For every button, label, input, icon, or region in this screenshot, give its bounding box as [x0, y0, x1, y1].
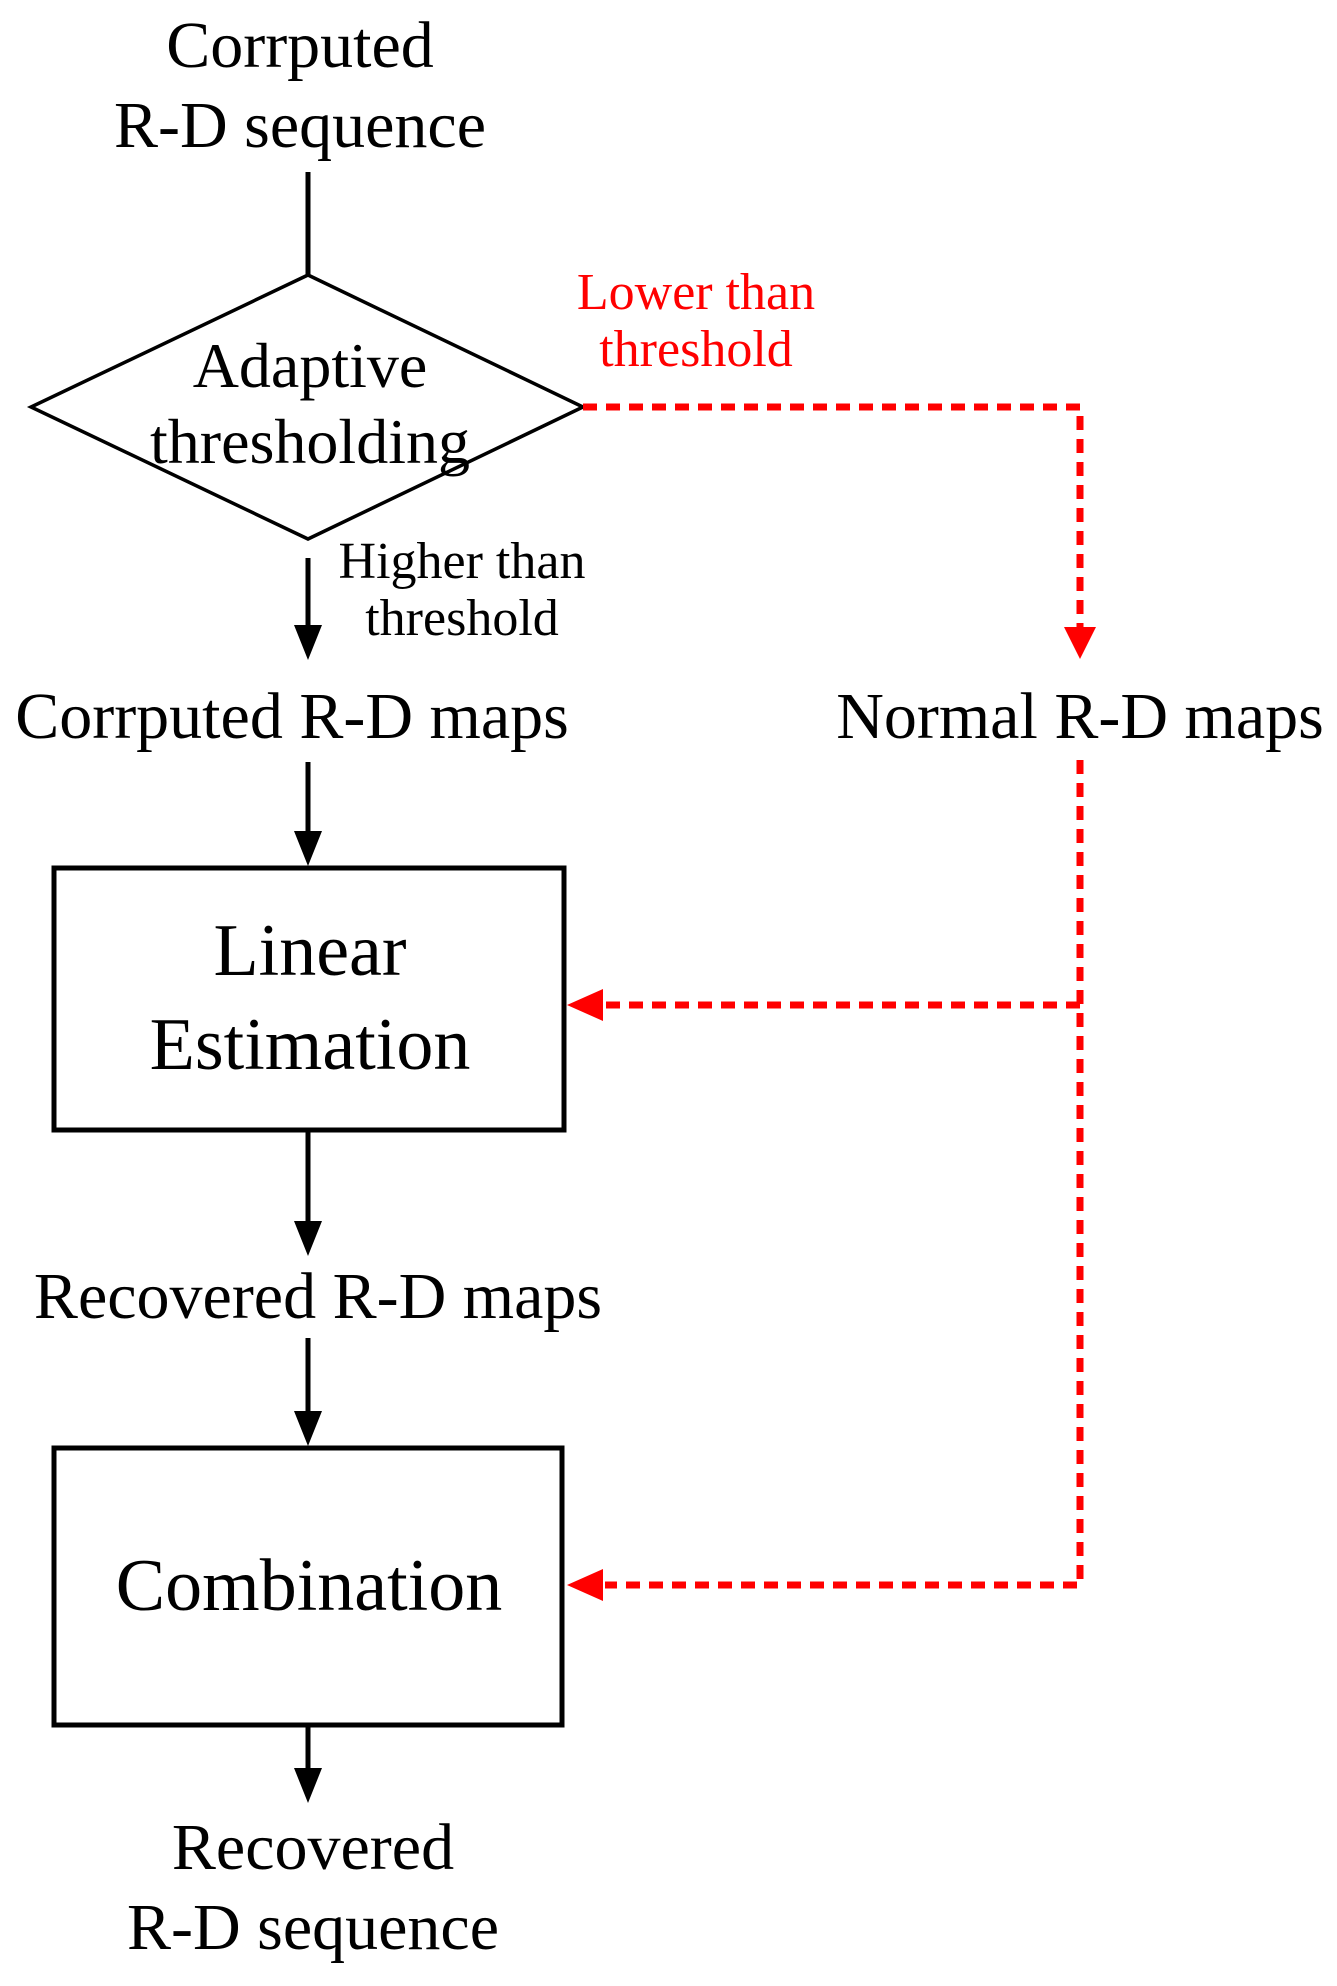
normal-maps-label: Normal R-D maps — [836, 680, 1324, 753]
decision-label: Adaptive thresholding — [150, 328, 470, 480]
recovered-maps-label: Recovered R-D maps — [33, 1260, 603, 1333]
combination-label: Combination — [115, 1545, 503, 1627]
arrowhead-down-linear-icon — [294, 831, 322, 866]
red-arrowhead-down-normal-maps-icon — [1064, 627, 1096, 659]
decision-label-line2: thresholding — [150, 406, 470, 477]
arrowhead-down-output-icon — [294, 1768, 322, 1803]
input-label: Corrputed R-D sequence — [114, 6, 486, 166]
lower-branch-label: Lower than threshold — [577, 264, 815, 378]
linear-estimation-label: Linear Estimation — [150, 904, 471, 1092]
decision-diamond-shape — [26, 273, 588, 541]
linear-estimation-label-line1: Linear — [213, 910, 407, 992]
higher-branch-label: Higher than threshold — [339, 533, 586, 647]
arrowhead-down-corrupted-maps-icon — [294, 625, 322, 660]
linear-estimation-box-shape — [51, 865, 567, 1133]
corrupted-maps-label: Corrputed R-D maps — [15, 680, 569, 753]
arrowhead-down-combination-icon — [294, 1411, 322, 1446]
red-arrowhead-left-linear-icon — [567, 989, 603, 1021]
input-label-line1: Corrputed — [166, 9, 434, 82]
linear-estimation-label-line2: Estimation — [149, 1004, 471, 1086]
lower-branch-label-line2: threshold — [599, 321, 793, 378]
higher-branch-label-line1: Higher than — [338, 533, 586, 590]
higher-branch-label-line2: threshold — [365, 590, 559, 647]
red-arrowhead-left-combination-icon — [567, 1569, 603, 1601]
lower-branch-label-line1: Lower than — [576, 264, 816, 321]
red-dashed-path-decision-to-normal-maps — [583, 403, 1084, 629]
decision-label-line1: Adaptive — [192, 330, 428, 401]
output-label: Recovered R-D sequence — [127, 1808, 499, 1968]
output-label-line2: R-D sequence — [126, 1891, 500, 1964]
red-dashed-path-normal-maps-to-combination — [605, 760, 1084, 1589]
arrowhead-down-recovered-maps-icon — [294, 1221, 322, 1256]
input-label-line2: R-D sequence — [113, 89, 487, 162]
output-label-line1: Recovered — [171, 1811, 455, 1884]
combination-box-shape — [51, 1445, 565, 1728]
